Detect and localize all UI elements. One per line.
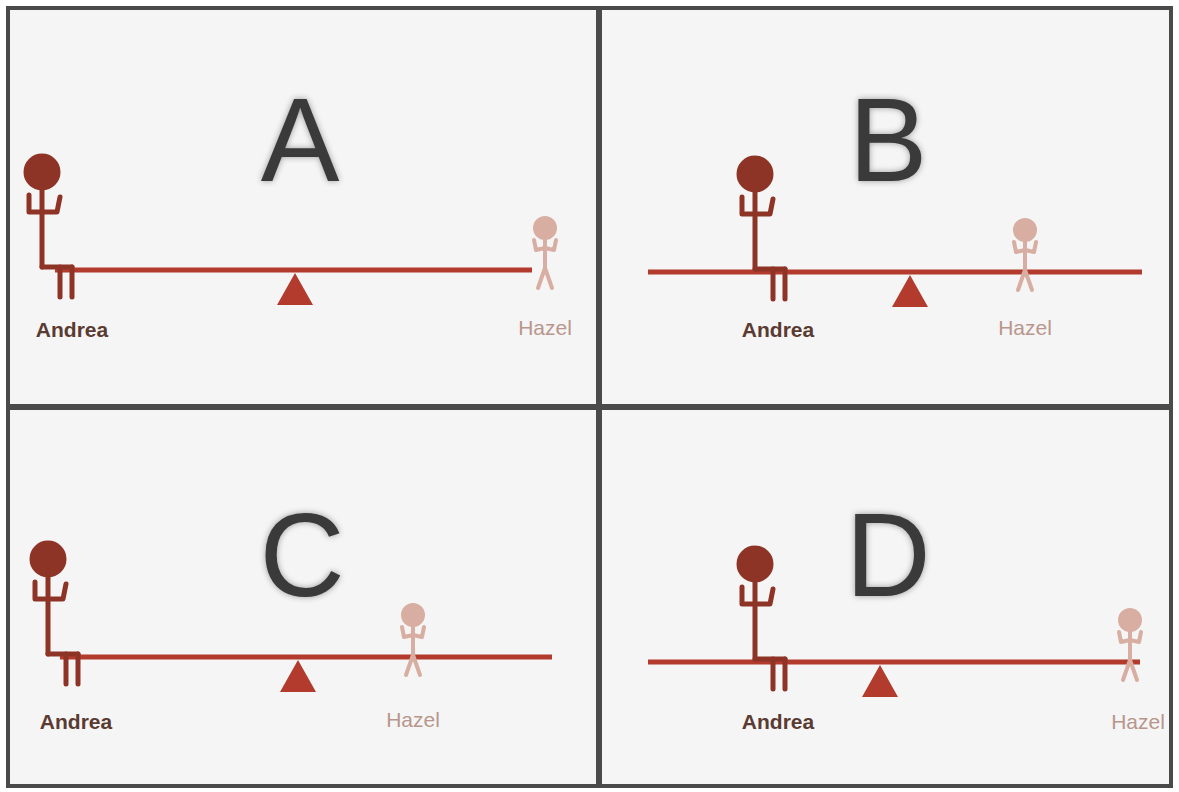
panel-letter: D [845, 496, 930, 614]
panel-box: A Andrea Hazel [6, 6, 600, 408]
panel-letter: B [849, 81, 928, 199]
panel-box: C Andrea Hazel [6, 406, 600, 788]
person-name: Hazel [1111, 710, 1165, 734]
panel-letter: A [261, 81, 340, 199]
panel-box: B Andrea Hazel [598, 6, 1173, 408]
panel-box: D Andrea Hazel [598, 406, 1173, 788]
person-name: Hazel [998, 316, 1052, 340]
person-name: Andrea [742, 710, 814, 734]
panel-letter: C [259, 496, 344, 614]
person-name: Andrea [742, 318, 814, 342]
person-name: Hazel [386, 708, 440, 732]
person-name: Andrea [36, 318, 108, 342]
person-name: Andrea [40, 710, 112, 734]
person-name: Hazel [518, 316, 572, 340]
